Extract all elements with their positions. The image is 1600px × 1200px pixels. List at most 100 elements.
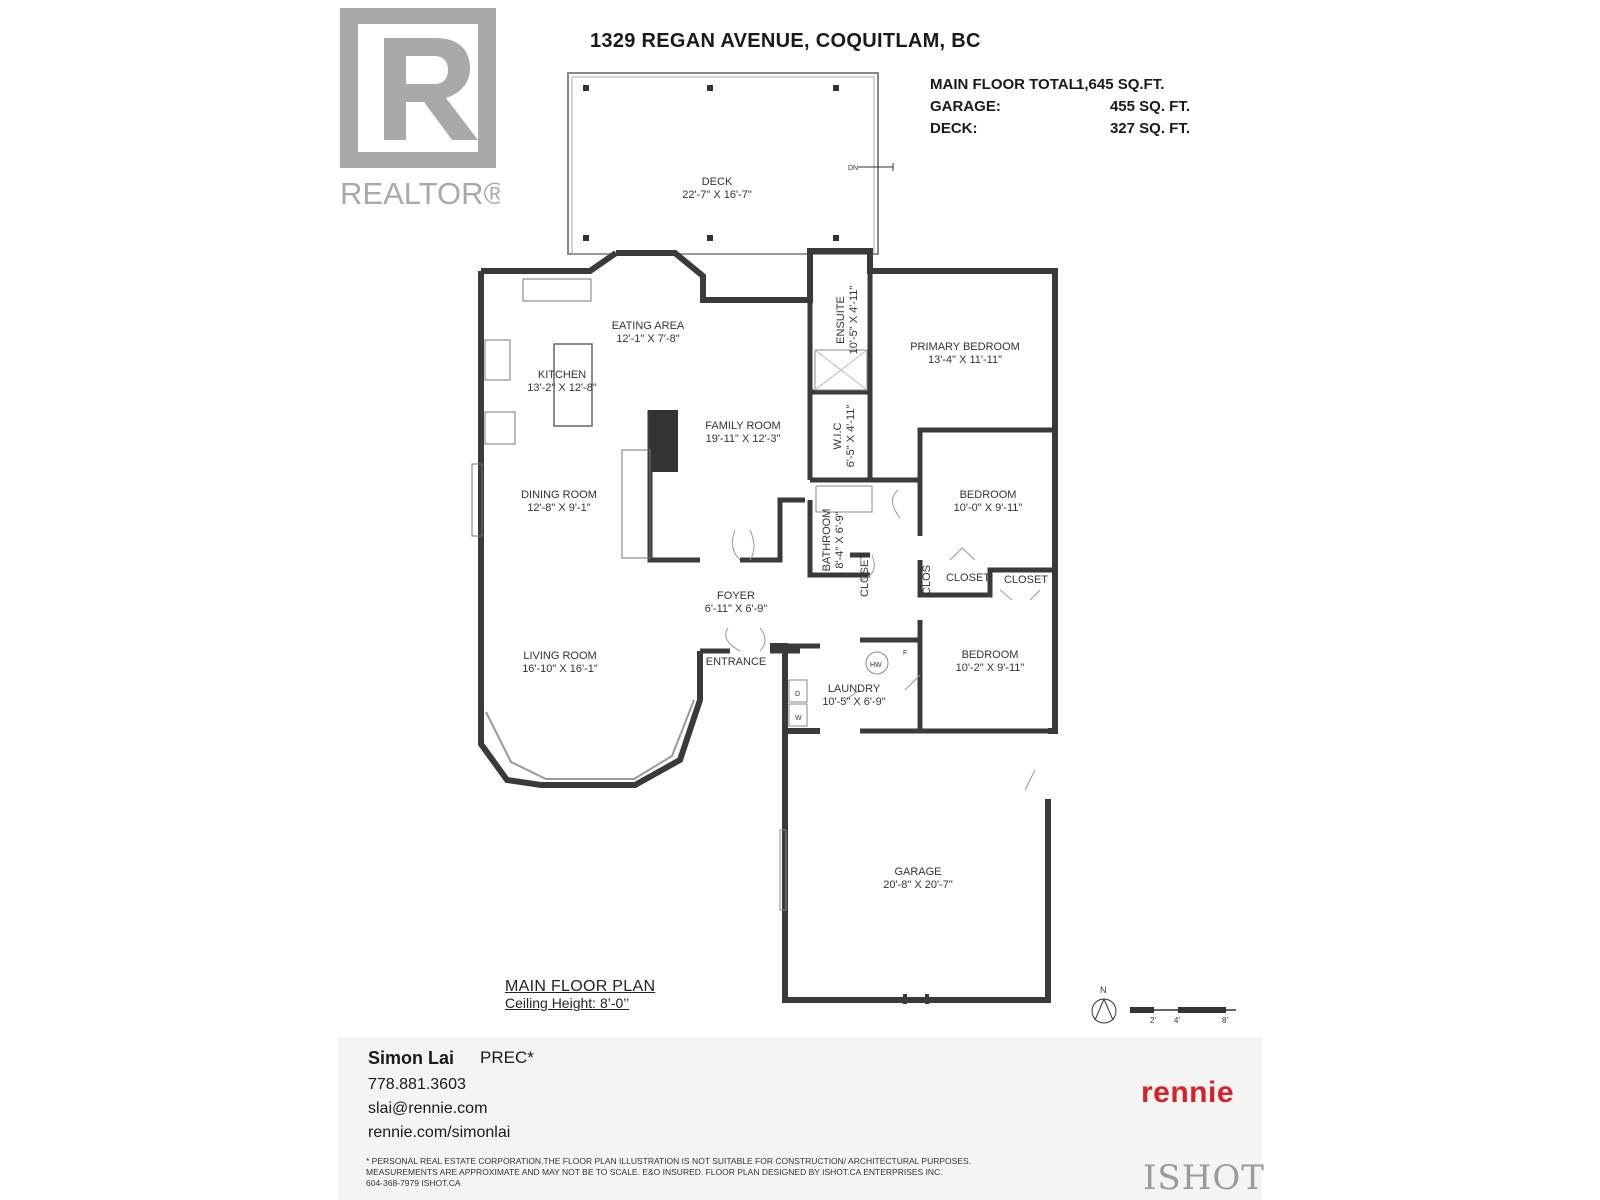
room-size-primary: 13'-4" X 11'-11" <box>928 354 1002 366</box>
north-label: N <box>1100 985 1107 995</box>
deck-stairs <box>858 163 894 171</box>
agent-name: Simon Lai <box>368 1048 455 1068</box>
deck-inner <box>571 76 875 255</box>
area-row-main: MAIN FLOOR TOTAL: 1,645 SQ.FT. <box>930 76 1190 98</box>
scale-label: 8' <box>1222 1016 1228 1025</box>
area-label: MAIN FLOOR TOTAL: <box>930 76 1083 93</box>
deck-stairs-label: DN <box>848 165 858 172</box>
room-name-bedroom2: BEDROOM <box>962 649 1019 661</box>
room-name-garage: GARAGE <box>894 866 941 878</box>
furnace-label: F <box>903 650 907 657</box>
agent-designation: PREC* <box>480 1048 534 1067</box>
disclaimer-line: MEASUREMENTS ARE APPROXIMATE AND MAY NOT… <box>366 1167 943 1177</box>
kitchen-counter-side <box>484 339 511 381</box>
room-name-closet2: CLOSET <box>1004 574 1048 586</box>
room-name-closet1: CLOSET <box>946 572 990 584</box>
agent-phone: 778.881.3603 <box>368 1076 466 1093</box>
room-name-primary: PRIMARY BEDROOM <box>910 341 1020 353</box>
exterior-wall <box>478 248 1058 1003</box>
garage-window <box>779 829 787 911</box>
area-label: DECK: <box>930 120 978 137</box>
realtor-logo: REALTOR® <box>340 8 500 211</box>
designer-logo: ISHOT <box>1143 1158 1265 1198</box>
room-size-foyer: 6'-11" X 6'-9" <box>705 603 768 615</box>
room-size-garage: 20'-8" X 20'-7" <box>883 879 953 891</box>
scale-bar-segment <box>1178 1007 1226 1013</box>
bay-window <box>567 250 618 274</box>
room-labels: DECK 22'-7" X 16'-7" EATING AREA 12'-1" … <box>521 165 1228 1025</box>
agent-footer: Simon Lai PREC* 778.881.3603 slai@rennie… <box>338 1038 1265 1200</box>
scale-bar-segment <box>1130 1007 1154 1013</box>
ensuite-shower <box>814 349 868 391</box>
room-name-foyer: FOYER <box>717 590 755 602</box>
agent-email: slai@rennie.com <box>368 1100 488 1117</box>
room-name-clos: CLOS <box>921 565 933 595</box>
bathtub <box>815 485 873 513</box>
area-value: 1,645 SQ.FT. <box>1076 76 1165 93</box>
room-size-laundry: 10'-5" X 6'-9" <box>822 696 885 708</box>
living-bay-window <box>485 699 695 780</box>
room-size-deck: 22'-7" X 16'-7" <box>682 189 752 201</box>
door-swing <box>725 489 1041 791</box>
room-name-living: LIVING ROOM <box>523 650 596 662</box>
plan-title-block: MAIN FLOOR PLAN Ceiling Height: 8’-0’’ <box>505 978 655 1011</box>
scale-label: 4' <box>1174 1016 1180 1025</box>
shower-x <box>814 349 868 391</box>
scale-label: 2' <box>1150 1016 1156 1025</box>
room-name-eating: EATING AREA <box>612 320 685 332</box>
washer <box>788 679 808 703</box>
dryer <box>788 703 808 727</box>
dryer-label: D <box>795 691 800 698</box>
deck-posts <box>583 85 839 241</box>
disclaimer-line: 604-368-7979 ISHOT.CA <box>366 1178 461 1188</box>
kitchen-island <box>553 343 593 427</box>
kitchen-counter-top <box>522 278 592 302</box>
disclaimer-line: * PERSONAL REAL ESTATE CORPORATION.THE F… <box>366 1156 972 1166</box>
hot-water-label: HW <box>870 662 882 669</box>
room-name-bathroom: BATHROOM <box>821 509 833 572</box>
area-value: 327 SQ. FT. <box>1109 120 1190 137</box>
area-row-garage: GARAGE: 455 SQ. FT. <box>930 98 1190 120</box>
room-size-dining: 12'-8" X 9'-1" <box>527 502 590 514</box>
room-name-ensuite: ENSUITE <box>835 296 847 344</box>
room-size-wic: 6'-5" X 4'-11" <box>845 405 857 468</box>
room-name-deck: DECK <box>702 176 733 188</box>
property-address: 1329 REGAN AVENUE, COQUITLAM, BC <box>590 30 981 52</box>
room-size-bathroom: 8'-4" X 6'-9" <box>834 511 846 568</box>
room-size-bedroom2: 10'-2" X 9'-11" <box>956 662 1025 674</box>
area-label: GARAGE: <box>930 98 1001 115</box>
room-size-family: 19'-11" X 12'-3" <box>706 433 781 445</box>
dining-window <box>471 463 483 537</box>
area-value: 455 SQ. FT. <box>1109 98 1190 115</box>
fireplace-hearth <box>621 449 651 559</box>
room-size-bedroom1: 10'-0" X 9'-11" <box>954 502 1023 514</box>
realtor-logo-text: REALTOR® <box>340 176 500 211</box>
room-size-living: 16'-10" X 16'-1" <box>522 663 598 675</box>
room-size-eating: 12'-1" X 7'-8" <box>616 333 679 345</box>
north-arrow-pointer <box>1094 998 1114 1021</box>
fridge <box>484 411 516 445</box>
area-row-deck: DECK: 327 SQ. FT. <box>930 120 1190 142</box>
washer-label: W <box>795 715 802 722</box>
interior-wall <box>782 271 1055 740</box>
plan-title: MAIN FLOOR PLAN <box>505 978 656 995</box>
disclaimer: * PERSONAL REAL ESTATE CORPORATION.THE F… <box>366 1156 1006 1189</box>
room-name-wic: W.I.C <box>832 423 844 450</box>
room-name-family: FAMILY ROOM <box>705 420 780 432</box>
fireplace <box>650 410 678 472</box>
room-size-kitchen: 13'-2" X 12'-8" <box>527 382 597 394</box>
brand-logo: rennie <box>1141 1076 1235 1109</box>
ceiling-height: Ceiling Height: 8’-0’’ <box>505 995 630 1011</box>
area-summary: MAIN FLOOR TOTAL: 1,645 SQ.FT. GARAGE: 4… <box>930 76 1190 142</box>
room-name-dining: DINING ROOM <box>521 489 597 501</box>
room-name-entrance: ENTRANCE <box>706 656 767 668</box>
room-name-kitchen: KITCHEN <box>538 369 586 381</box>
agent-website: rennie.com/simonlai <box>368 1124 511 1141</box>
hot-water-tank <box>865 651 889 675</box>
deck-outline <box>567 72 879 255</box>
room-size-ensuite: 10'-5" X 4'-11" <box>848 286 860 355</box>
room-name-closet-small: CLOSET <box>859 553 871 597</box>
room-name-bedroom1: BEDROOM <box>960 489 1017 501</box>
